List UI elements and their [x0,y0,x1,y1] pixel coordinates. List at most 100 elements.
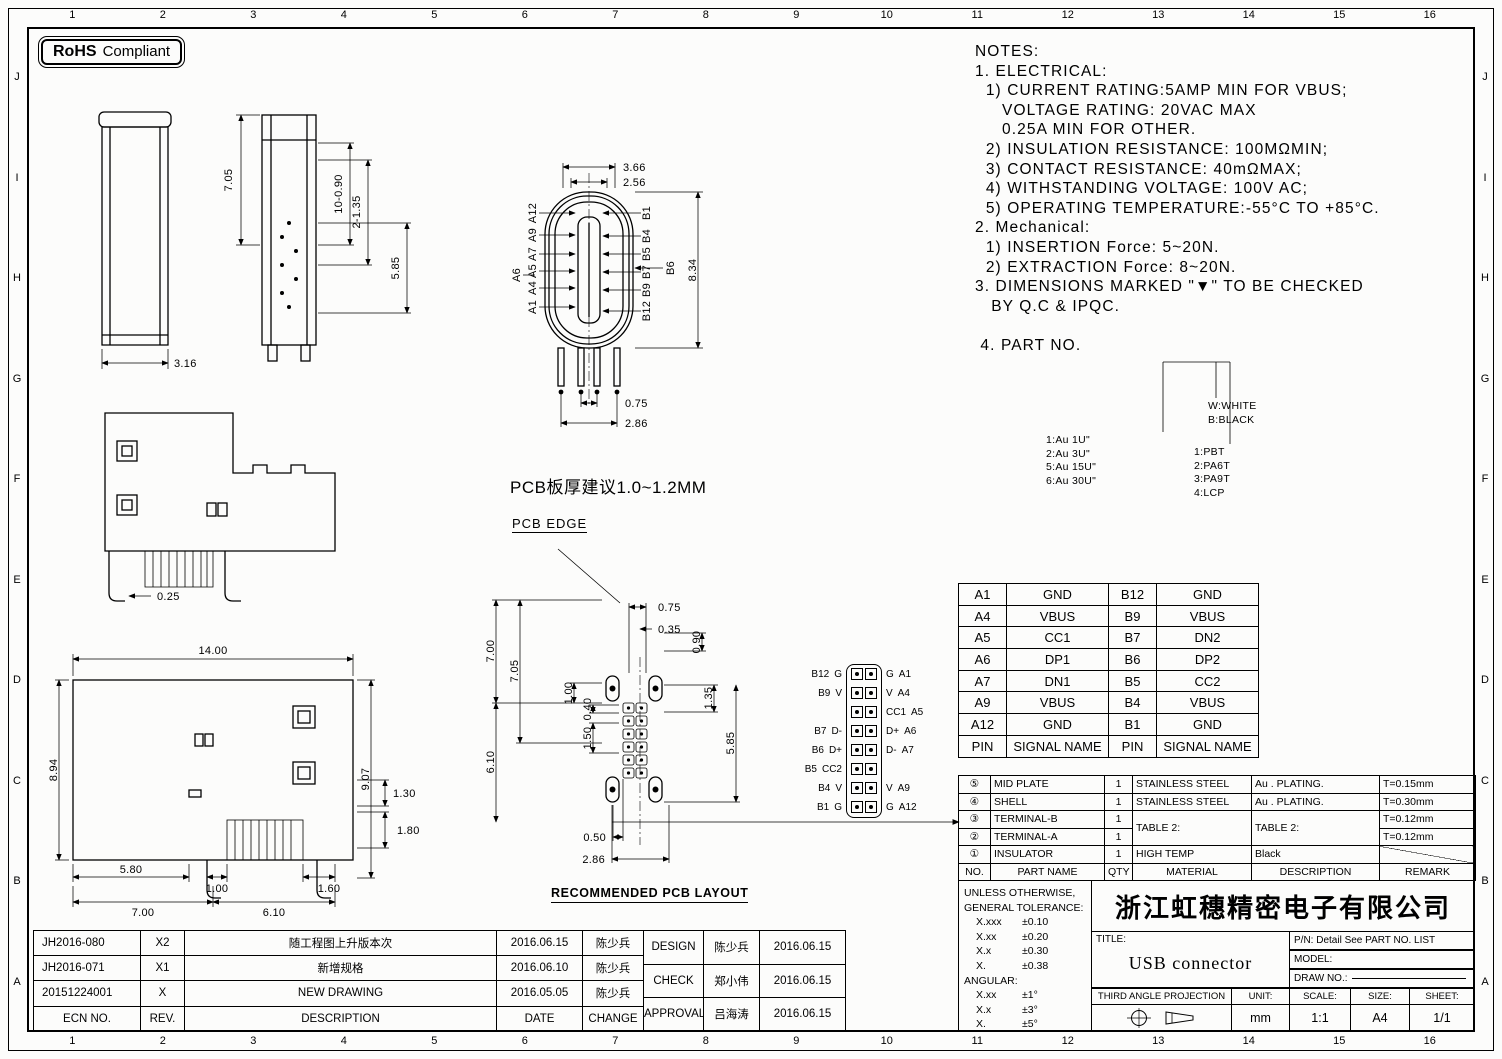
pin-label: A9 [897,783,910,794]
rohs-badge-bold: RoHS [53,43,97,60]
frame-label: 16 [1423,9,1436,21]
dim-label: 5.80 [120,864,143,876]
pin-label: A1 [898,669,912,680]
tolerance-line: GENERAL TOLERANCE: [964,901,1084,914]
frame-label: J [1482,71,1488,84]
pin-label: A7 [901,745,914,756]
dim-label: 0.75 [625,398,648,410]
smt-pad [851,706,863,718]
pin-label: B5 [804,764,817,775]
drawing-profile-view: 0.25 [104,412,336,603]
pcb-thickness-note: PCB板厚建议1.0~1.2MM [510,478,707,497]
scale-cell: SCALE: 1:1 [1289,988,1351,1031]
pin-label: B1 [816,802,830,813]
note-line [975,316,1475,336]
dim-label: 14.00 [198,645,227,657]
note-line: VOLTAGE RATING: 20VAC MAX [975,101,1257,119]
drawing-side-view: 3.16 7.05 10-0.90 2-1.35 5.85 [98,111,411,370]
dim-label: 1.60 [318,883,341,895]
signal-label: G [834,802,842,813]
frame-label: F [13,473,21,486]
signal-label: V [886,688,893,699]
signal-label: V [835,688,842,699]
size-label: SIZE: [1351,989,1409,1005]
smt-pad [851,668,863,680]
frame-label: A [1481,975,1489,988]
note-line: 2. Mechanical: [975,219,1091,237]
dim-label: 7.05 [223,169,235,192]
signal-label: D+ [828,745,842,756]
dim-label: 1.00 [563,682,575,705]
note-line: 4) WITHSTANDING VOLTAGE: 100V AC; [975,180,1309,198]
pin-label: B1 [641,206,653,220]
sheet-cell: SHEET: 1/1 [1409,988,1475,1031]
dim-label: 6.10 [263,907,286,919]
frame-label: 1 [69,1035,76,1047]
draw-no-cell: DRAW NO.: [1289,969,1475,988]
pin-label: B12 [811,669,830,680]
smt-pad [865,687,877,699]
dim-label: 9.07 [360,768,372,791]
frame-label: 14 [1242,9,1255,21]
tolerance-row: X.x±0.30 [976,945,1049,958]
frame-label: 7 [612,1035,619,1047]
dim-label: 1.35 [703,687,715,710]
pin-label: B7 [814,726,827,737]
dim-label: 7.00 [132,907,155,919]
frame-label: 2 [159,1035,166,1047]
dim-label: 0.25 [157,591,180,603]
dim-label: 0.50 [583,832,606,844]
dim-label: 6.10 [485,751,497,774]
scale-label: SCALE: [1290,989,1350,1005]
frame-label: 11 [971,9,983,21]
part-number-cell: P/N: Detail See PART NO. LIST [1289,931,1475,950]
frame-label: 5 [431,9,438,21]
pin-label: A12 [898,802,917,813]
pin-label: B6 [811,745,824,756]
dim-label: 0.40 [582,698,594,721]
unit-value: mm [1250,1010,1271,1025]
frame-label: J [14,71,20,84]
tolerance-row: X.xx±0.20 [976,930,1049,943]
signal-label: D- [886,745,897,756]
frame-label: H [13,272,21,285]
pin-label: A1 [527,300,539,314]
legend-item: 5:Au 15U" [1046,461,1097,473]
company-name: 浙江虹穗精密电子有限公司 [1091,880,1475,932]
frame-label: 12 [1061,1035,1074,1047]
unit-cell: UNIT: mm [1231,988,1290,1031]
signal-label: G [834,669,842,680]
draw-no-line [1351,978,1466,979]
signal-label: V [835,783,842,794]
title-cell: TITLE: USB connector [1091,931,1290,988]
sheet-outer-border [8,8,1494,1051]
frame-label: 15 [1333,9,1346,21]
frame-label: 4 [340,9,347,21]
tolerance-row: X.±5° [976,1018,1038,1031]
signal-label: CC2 [821,764,842,775]
tolerance-row: X.xxx±0.10 [976,916,1049,929]
dim-label: 1.50 [582,727,594,750]
drawing-front-view: A12 A9 A7 A5 A4 A1 A6 B1 B4 B5 B7 B9 B12… [511,162,703,430]
frame-label: 11 [971,1035,983,1047]
tolerance-row: X.xx±1° [976,989,1038,1002]
smt-pad [851,725,863,737]
tolerance-line: UNLESS OTHERWISE, [964,887,1076,899]
note-line: 1) INSERTION Force: 5~20N. [975,238,1220,256]
frame-label: B [13,875,21,888]
tolerance-block: UNLESS OTHERWISE, GENERAL TOLERANCE: X.x… [958,880,1092,1032]
